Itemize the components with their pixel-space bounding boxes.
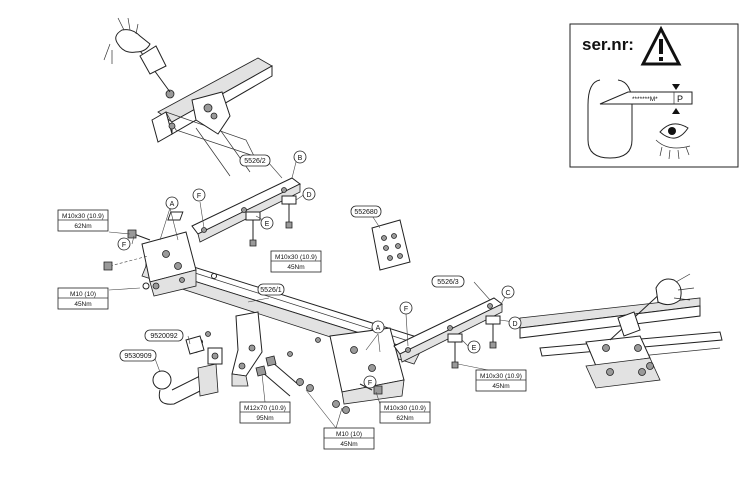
towball-assembly	[152, 335, 223, 405]
callout-c: C	[501, 285, 515, 299]
svg-text:45Nm: 45Nm	[340, 441, 357, 448]
svg-text:E: E	[265, 221, 270, 228]
callout-e-top: E	[260, 216, 274, 230]
torque-box-right: M10x30 (10.9) 45Nm	[475, 369, 527, 392]
drill-hand-icon	[103, 17, 171, 93]
svg-text:D: D	[512, 321, 517, 328]
svg-text:95Nm: 95Nm	[256, 415, 273, 422]
torque-box-mid-left: M10 (10) 45Nm	[57, 287, 109, 310]
svg-text:45Nm: 45Nm	[74, 301, 91, 308]
svg-text:F: F	[197, 193, 201, 200]
side-bracket-left	[167, 177, 301, 243]
callout-e-right: E	[467, 340, 481, 354]
inset-drilling-left	[103, 17, 273, 177]
callout-a-right: A	[371, 320, 385, 334]
arrow-up-icon	[672, 108, 680, 114]
eye-icon	[655, 123, 691, 160]
callout-f-left-top: F	[192, 188, 206, 202]
svg-text:C: C	[505, 290, 510, 297]
serial-number-label: ser.nr:	[582, 35, 634, 54]
svg-text:62Nm: 62Nm	[74, 223, 91, 230]
svg-text:E: E	[472, 345, 477, 352]
svg-text:M12x70 (10.9): M12x70 (10.9)	[244, 405, 286, 412]
svg-text:F: F	[122, 242, 126, 249]
serial-plate-letter: P	[677, 94, 683, 104]
part-tag-towball: 9530909	[119, 349, 157, 362]
part-tag-bolt-kit: 552680	[350, 205, 382, 218]
svg-text:5526/1: 5526/1	[260, 287, 282, 294]
svg-text:M10x30 (10.9): M10x30 (10.9)	[62, 213, 104, 220]
serial-strip	[599, 91, 693, 105]
svg-text:M10 (10): M10 (10)	[336, 431, 362, 438]
warning-panel-frame	[569, 23, 739, 168]
callout-a-left: A	[165, 196, 179, 210]
drill-hand-icon	[609, 273, 695, 341]
svg-text:M10x30 (10.9): M10x30 (10.9)	[480, 373, 522, 380]
svg-text:M10x30 (10.9): M10x30 (10.9)	[275, 254, 317, 261]
part-tag-bracket-right: 5526/3	[431, 275, 465, 288]
warning-triangle-icon	[640, 25, 682, 66]
torque-box-m12: M12x70 (10.9) 95Nm	[239, 401, 291, 424]
svg-text:B: B	[298, 155, 303, 162]
svg-text:F: F	[368, 380, 372, 387]
svg-text:A: A	[170, 201, 175, 208]
torque-box-bottom: M10 (10) 45Nm	[323, 427, 375, 450]
part-tag-bracket-left: 5526/2	[239, 154, 271, 167]
callout-d-top: D	[302, 187, 316, 201]
svg-text:D: D	[306, 192, 311, 199]
callout-f-right: F	[363, 375, 377, 389]
part-tag-socket-plate: 9520092	[144, 329, 184, 342]
torque-box-top-center: M10x30 (10.9) 45Nm	[270, 250, 322, 273]
vehicle-plate-outline	[587, 79, 633, 159]
svg-text:5526/2: 5526/2	[244, 158, 266, 165]
torque-box-top-left: M10x30 (10.9) 62Nm	[57, 209, 109, 232]
warning-panel: ser.nr: *******M* P	[569, 23, 739, 168]
bolt-kit-bag	[371, 219, 411, 271]
torque-box-bottom-right: M10x30 (10.9) 62Nm	[379, 401, 431, 424]
callout-f-left: F	[117, 237, 131, 251]
svg-text:M10 (10): M10 (10)	[70, 291, 96, 298]
callout-f-right-top: F	[399, 301, 413, 315]
arrow-down-icon	[672, 84, 680, 90]
inset-drilling-right	[519, 273, 723, 389]
svg-text:62Nm: 62Nm	[396, 415, 413, 422]
svg-text:M10x30 (10.9): M10x30 (10.9)	[384, 405, 426, 412]
svg-text:9530909: 9530909	[124, 353, 151, 360]
callout-d-right: D	[508, 316, 522, 330]
svg-text:552680: 552680	[354, 209, 377, 216]
svg-text:9520092: 9520092	[150, 333, 177, 340]
svg-text:A: A	[376, 325, 381, 332]
side-bracket-right	[393, 297, 503, 363]
svg-text:45Nm: 45Nm	[287, 264, 304, 271]
serial-plate-code: *******M*	[632, 96, 658, 103]
svg-text:45Nm: 45Nm	[492, 383, 509, 390]
svg-text:5526/3: 5526/3	[437, 279, 459, 286]
part-tag-beam: 5526/1	[257, 283, 285, 296]
callout-b: B	[293, 150, 307, 164]
svg-text:F: F	[404, 306, 408, 313]
